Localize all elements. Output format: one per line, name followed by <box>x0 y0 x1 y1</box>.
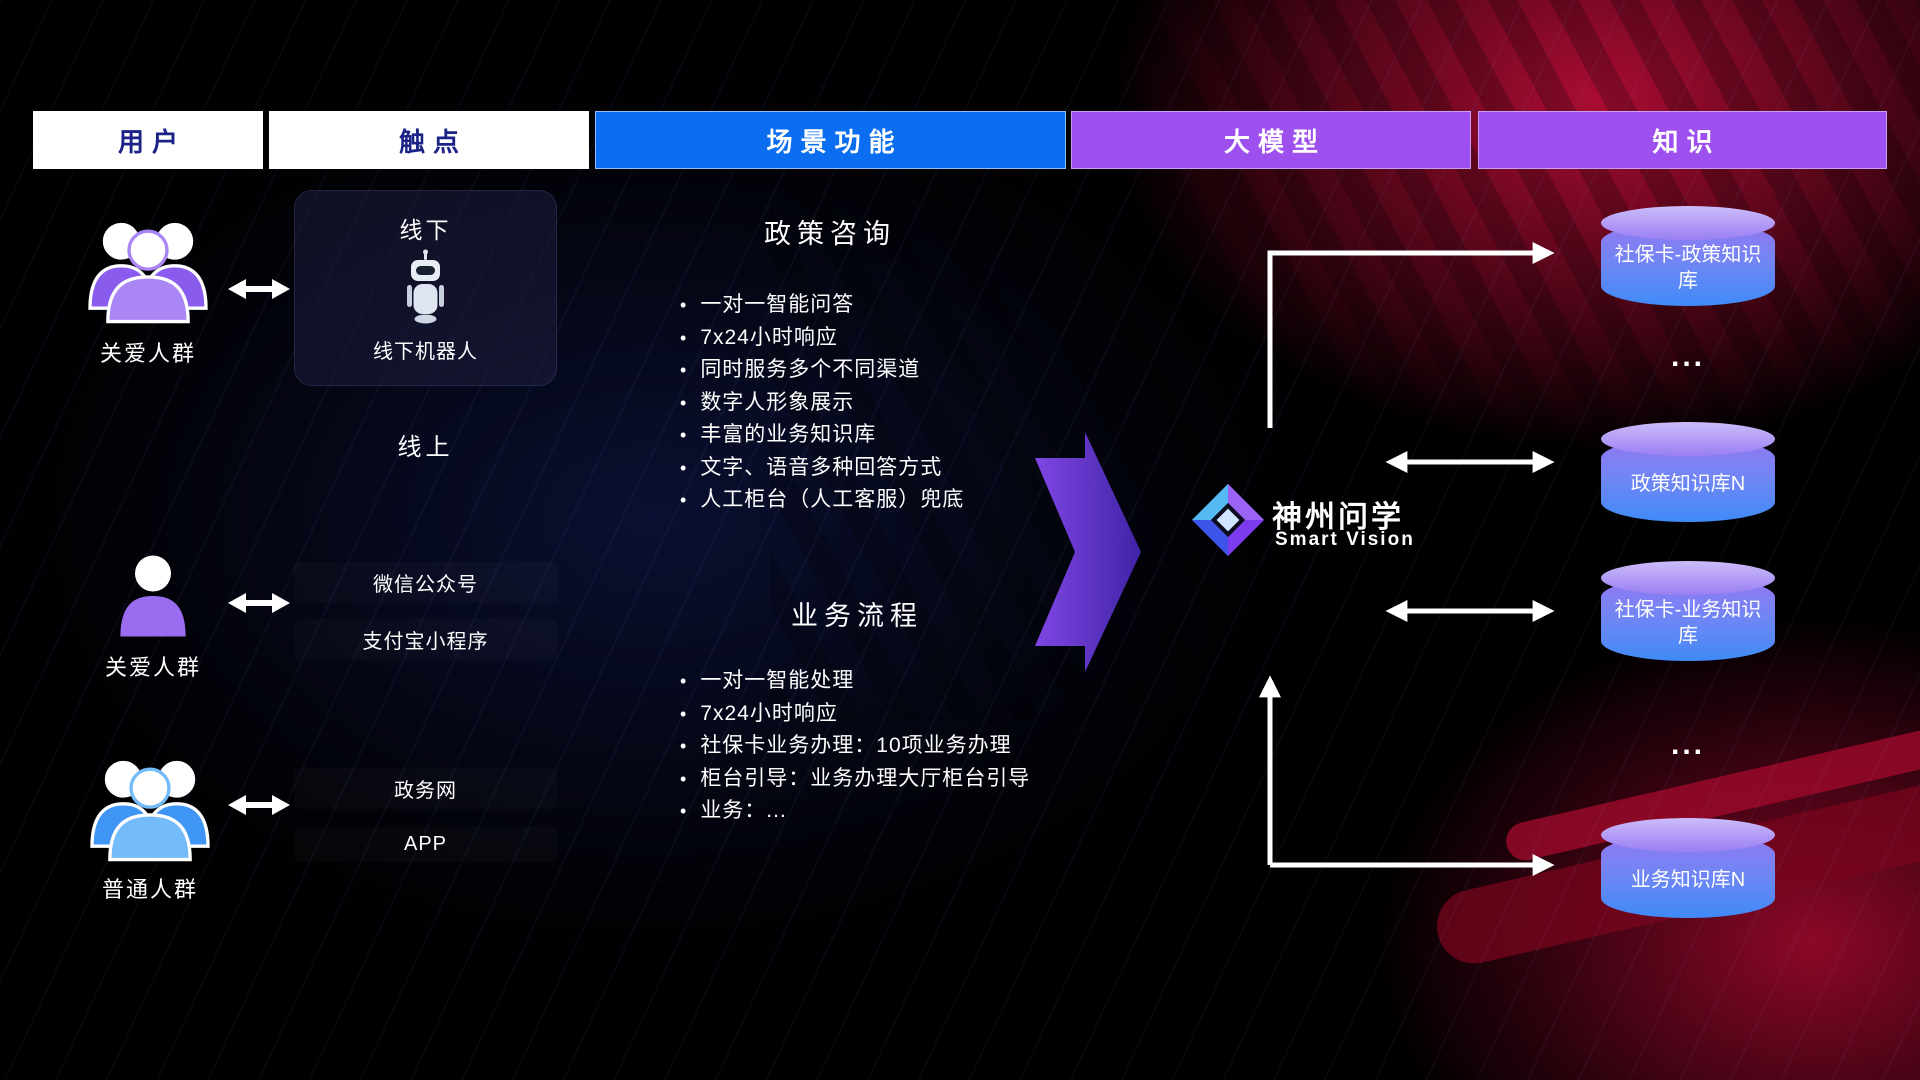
offline-title: 线下 <box>399 217 452 243</box>
offline-robot-caption: 线下机器人 <box>373 341 478 363</box>
knowledge-db-label: 社保卡-业务知识库 <box>1614 599 1762 647</box>
ellipsis: ... <box>1670 340 1705 373</box>
scene-policy-list: 一对一智能问答 7x24小时响应 同时服务多个不同渠道 数字人形象展示 丰富的业… <box>680 289 964 517</box>
header-knowledge: 知识 <box>1478 111 1887 169</box>
header-large-model: 大模型 <box>1071 111 1471 169</box>
header-users: 用户 <box>33 111 263 169</box>
channel-wechat: 微信公众号 <box>294 562 557 603</box>
scene-bullet-item: 7x24小时响应 <box>680 698 1030 731</box>
double-arrow-icon <box>228 792 290 823</box>
scene-title-policy: 政策咨询 <box>764 219 896 249</box>
offline-touchpoint-card: 线下 线下机器人 <box>294 190 557 386</box>
scene-bullet-item: 文字、语音多种回答方式 <box>680 452 964 485</box>
robot-icon <box>403 249 449 332</box>
online-label: 线上 <box>397 434 454 461</box>
model-subtitle: Smart Vision <box>1275 529 1415 550</box>
group-people-purple-icon <box>78 210 218 331</box>
scene-bullet-item: 社保卡业务办理：10项业务办理 <box>680 730 1030 763</box>
user-group-label: 关爱人群 <box>99 341 196 366</box>
flow-arrow-icon <box>1035 432 1141 677</box>
channel-gov-web: 政务网 <box>294 768 557 809</box>
single-person-purple-icon <box>113 551 193 646</box>
ellipsis: ... <box>1670 728 1705 761</box>
scene-title-business: 业务流程 <box>791 601 923 631</box>
cylinder-top <box>1601 422 1775 456</box>
scene-bullet-item: 7x24小时响应 <box>680 322 964 355</box>
channel-app: APP <box>294 827 557 862</box>
scene-bullet-item: 数字人形象展示 <box>680 387 964 420</box>
model-name: 神州问学 <box>1272 501 1404 534</box>
header-touchpoints: 触点 <box>269 111 589 169</box>
scene-bullet-item: 柜台引导：业务办理大厅柜台引导 <box>680 763 1030 796</box>
knowledge-db-label: 政策知识库N <box>1630 473 1746 495</box>
scene-bullet-item: 一对一智能处理 <box>680 665 1030 698</box>
knowledge-db-business-n: 业务知识库N <box>1601 818 1775 918</box>
user-group-label: 关爱人群 <box>104 655 201 680</box>
knowledge-db-business-sscard: 社保卡-业务知识库 <box>1601 561 1775 661</box>
cylinder-top <box>1601 206 1775 240</box>
cylinder-top <box>1601 818 1775 852</box>
scene-bullet-item: 一对一智能问答 <box>680 289 964 322</box>
header-scene-functions: 场景功能 <box>595 111 1066 169</box>
double-arrow-icon <box>228 276 290 307</box>
smart-vision-logo-icon <box>1190 482 1266 563</box>
scene-bullet-item: 业务：... <box>680 795 1030 828</box>
scene-bullet-item: 人工柜台（人工客服）兜底 <box>680 484 964 517</box>
scene-business-list: 一对一智能处理 7x24小时响应 社保卡业务办理：10项业务办理 柜台引导：业务… <box>680 665 1030 828</box>
double-arrow-icon <box>228 590 290 621</box>
user-group-label: 普通人群 <box>101 877 198 902</box>
scene-bullet-item: 丰富的业务知识库 <box>680 419 964 452</box>
group-people-blue-icon <box>80 748 220 869</box>
cylinder-top <box>1601 561 1775 595</box>
channel-alipay: 支付宝小程序 <box>294 619 557 660</box>
knowledge-db-label: 社保卡-政策知识库 <box>1614 244 1762 292</box>
scene-bullet-item: 同时服务多个不同渠道 <box>680 354 964 387</box>
knowledge-db-policy-sscard: 社保卡-政策知识库 <box>1601 206 1775 306</box>
knowledge-db-label: 业务知识库N <box>1630 869 1746 891</box>
knowledge-db-policy-n: 政策知识库N <box>1601 422 1775 522</box>
